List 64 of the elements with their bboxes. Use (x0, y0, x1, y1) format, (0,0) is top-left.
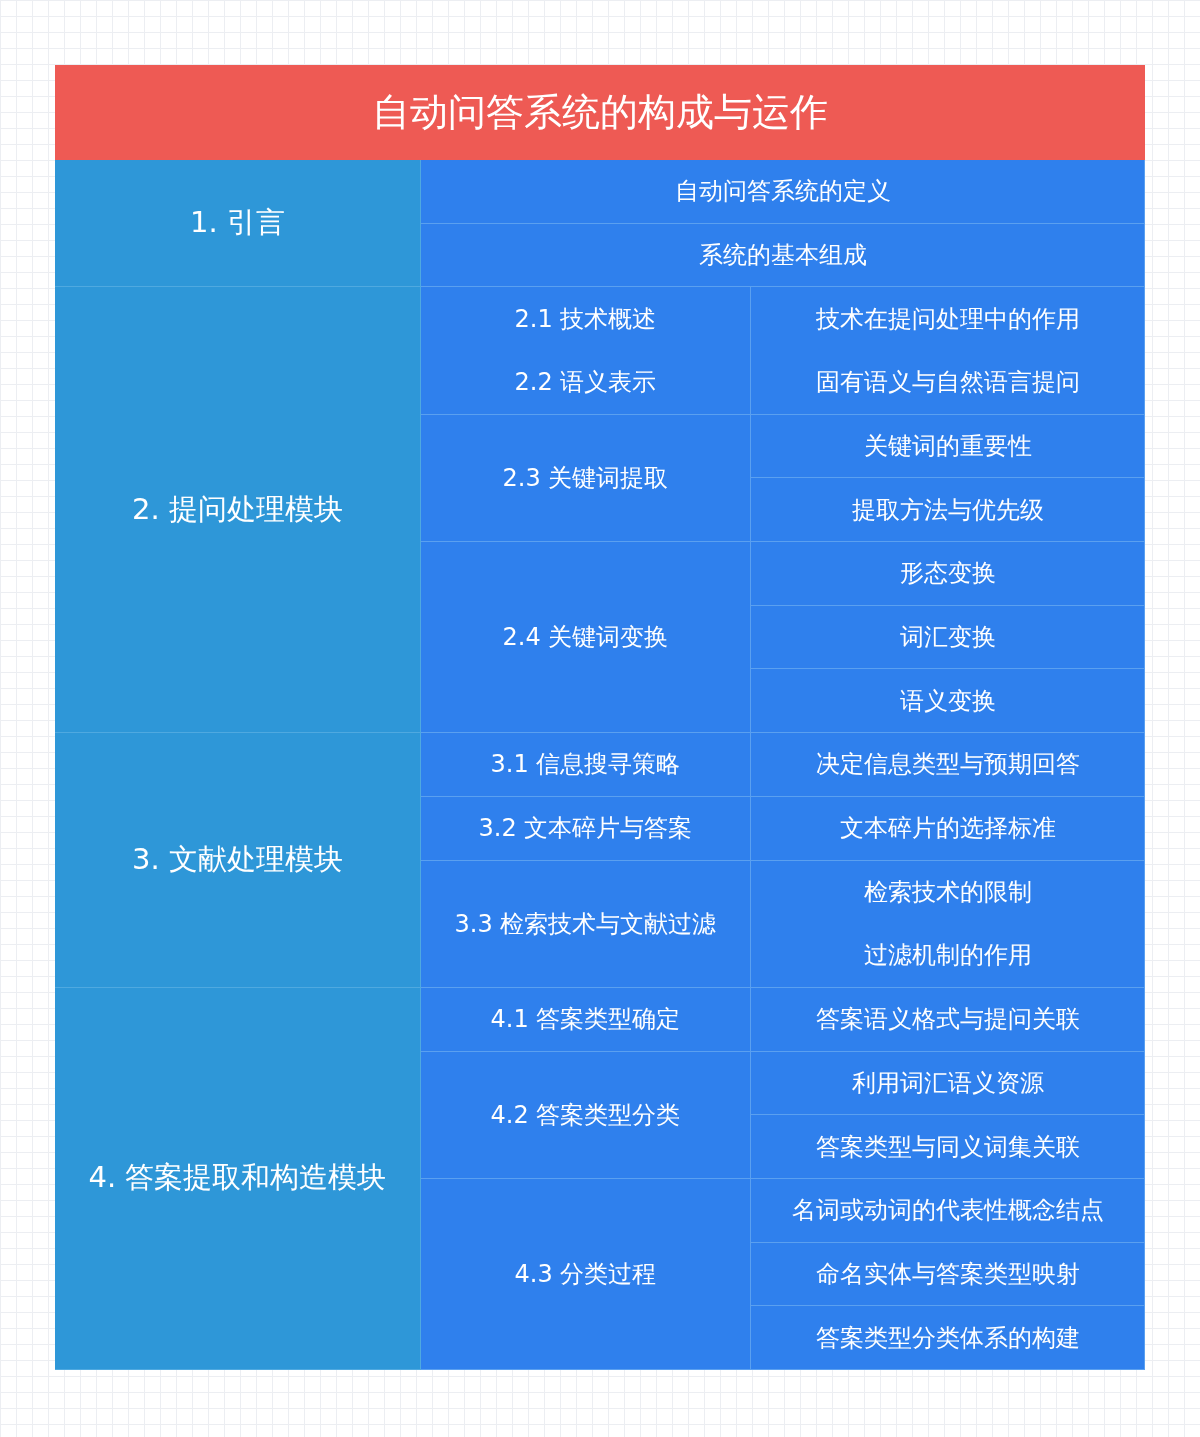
cell-text: 固有语义与自然语言提问 (815, 367, 1080, 399)
subtopic-cell (751, 987, 1145, 1052)
cell-text: 3.1 信息搜寻策略 (490, 749, 681, 781)
cell-text: 语义变换 (899, 685, 996, 717)
section-cell (55, 287, 421, 734)
cell-text: 2.2 语义表示 (514, 367, 657, 399)
section-heading: 2. 提问处理模块 (132, 490, 343, 528)
cell-text: 答案类型分类体系的构建 (815, 1322, 1080, 1354)
title-banner: 自动问答系统的构成与运作 (55, 65, 1145, 160)
cell-text: 关键词的重要性 (863, 431, 1032, 463)
section-heading: 4. 答案提取和构造模块 (88, 1159, 387, 1197)
section-heading: 1. 引言 (190, 204, 285, 242)
cell-text: 4.3 分类过程 (514, 1258, 657, 1290)
cell-text: 提取方法与优先级 (851, 494, 1044, 526)
topic-cell (421, 287, 751, 415)
subtopic-cell (751, 542, 1145, 606)
cell-text: 4.2 答案类型分类 (490, 1099, 681, 1131)
cell-text: 形态变换 (899, 558, 996, 590)
topic-cell (421, 733, 751, 797)
topic-cell (421, 542, 751, 734)
subtopic-cell (751, 796, 1145, 861)
subtopic-cell (751, 669, 1145, 734)
subtopic-cell (751, 1178, 1145, 1243)
topic-cell (421, 1178, 751, 1370)
cell-text: 技术在提问处理中的作用 (815, 303, 1080, 335)
cell-text: 自动问答系统的定义 (674, 176, 891, 208)
cell-text: 文本碎片的选择标准 (839, 813, 1056, 845)
subtopic-cell (751, 1115, 1145, 1179)
cell-text: 命名实体与答案类型映射 (815, 1258, 1080, 1290)
cell-text: 过滤机制的作用 (863, 940, 1032, 972)
cell-text: 3.3 检索技术与文献过滤 (454, 908, 717, 940)
topic-cell (421, 223, 1145, 288)
subtopic-cell (751, 733, 1145, 797)
cell-text: 2.3 关键词提取 (502, 462, 669, 494)
cell-text: 2.1 技术概述 (514, 303, 657, 335)
subtopic-cell (751, 287, 1145, 415)
topic-cell (421, 1051, 751, 1179)
cell-text: 决定信息类型与预期回答 (815, 749, 1080, 781)
cell-text: 利用词汇语义资源 (851, 1067, 1044, 1099)
section-cell (55, 160, 421, 288)
subtopic-cell (751, 1306, 1145, 1370)
section-heading: 3. 文献处理模块 (132, 841, 343, 878)
topic-cell (421, 987, 751, 1052)
subtopic-cell (751, 1051, 1145, 1116)
section-cell (55, 733, 421, 988)
subtopic-cell (751, 860, 1145, 988)
cell-text: 3.2 文本碎片与答案 (478, 813, 693, 845)
cell-text: 2.4 关键词变换 (502, 622, 669, 654)
cell-text: 词汇变换 (899, 622, 996, 654)
topic-cell (421, 860, 751, 988)
topic-cell (421, 160, 1145, 224)
subtopic-cell (751, 1242, 1145, 1307)
cell-text: 名词或动词的代表性概念结点 (791, 1195, 1104, 1227)
cell-text: 答案语义格式与提问关联 (815, 1004, 1080, 1036)
cell-text: 答案类型与同义词集关联 (815, 1131, 1080, 1163)
subtopic-cell (751, 605, 1145, 670)
cell-text: 4.1 答案类型确定 (490, 1004, 681, 1036)
subtopic-cell (751, 478, 1145, 543)
topic-cell (421, 414, 751, 543)
subtopic-cell (751, 414, 1145, 479)
topic-cell (421, 796, 751, 861)
cell-text: 系统的基本组成 (698, 240, 867, 271)
section-cell (55, 987, 421, 1370)
cell-text: 检索技术的限制 (863, 877, 1032, 909)
